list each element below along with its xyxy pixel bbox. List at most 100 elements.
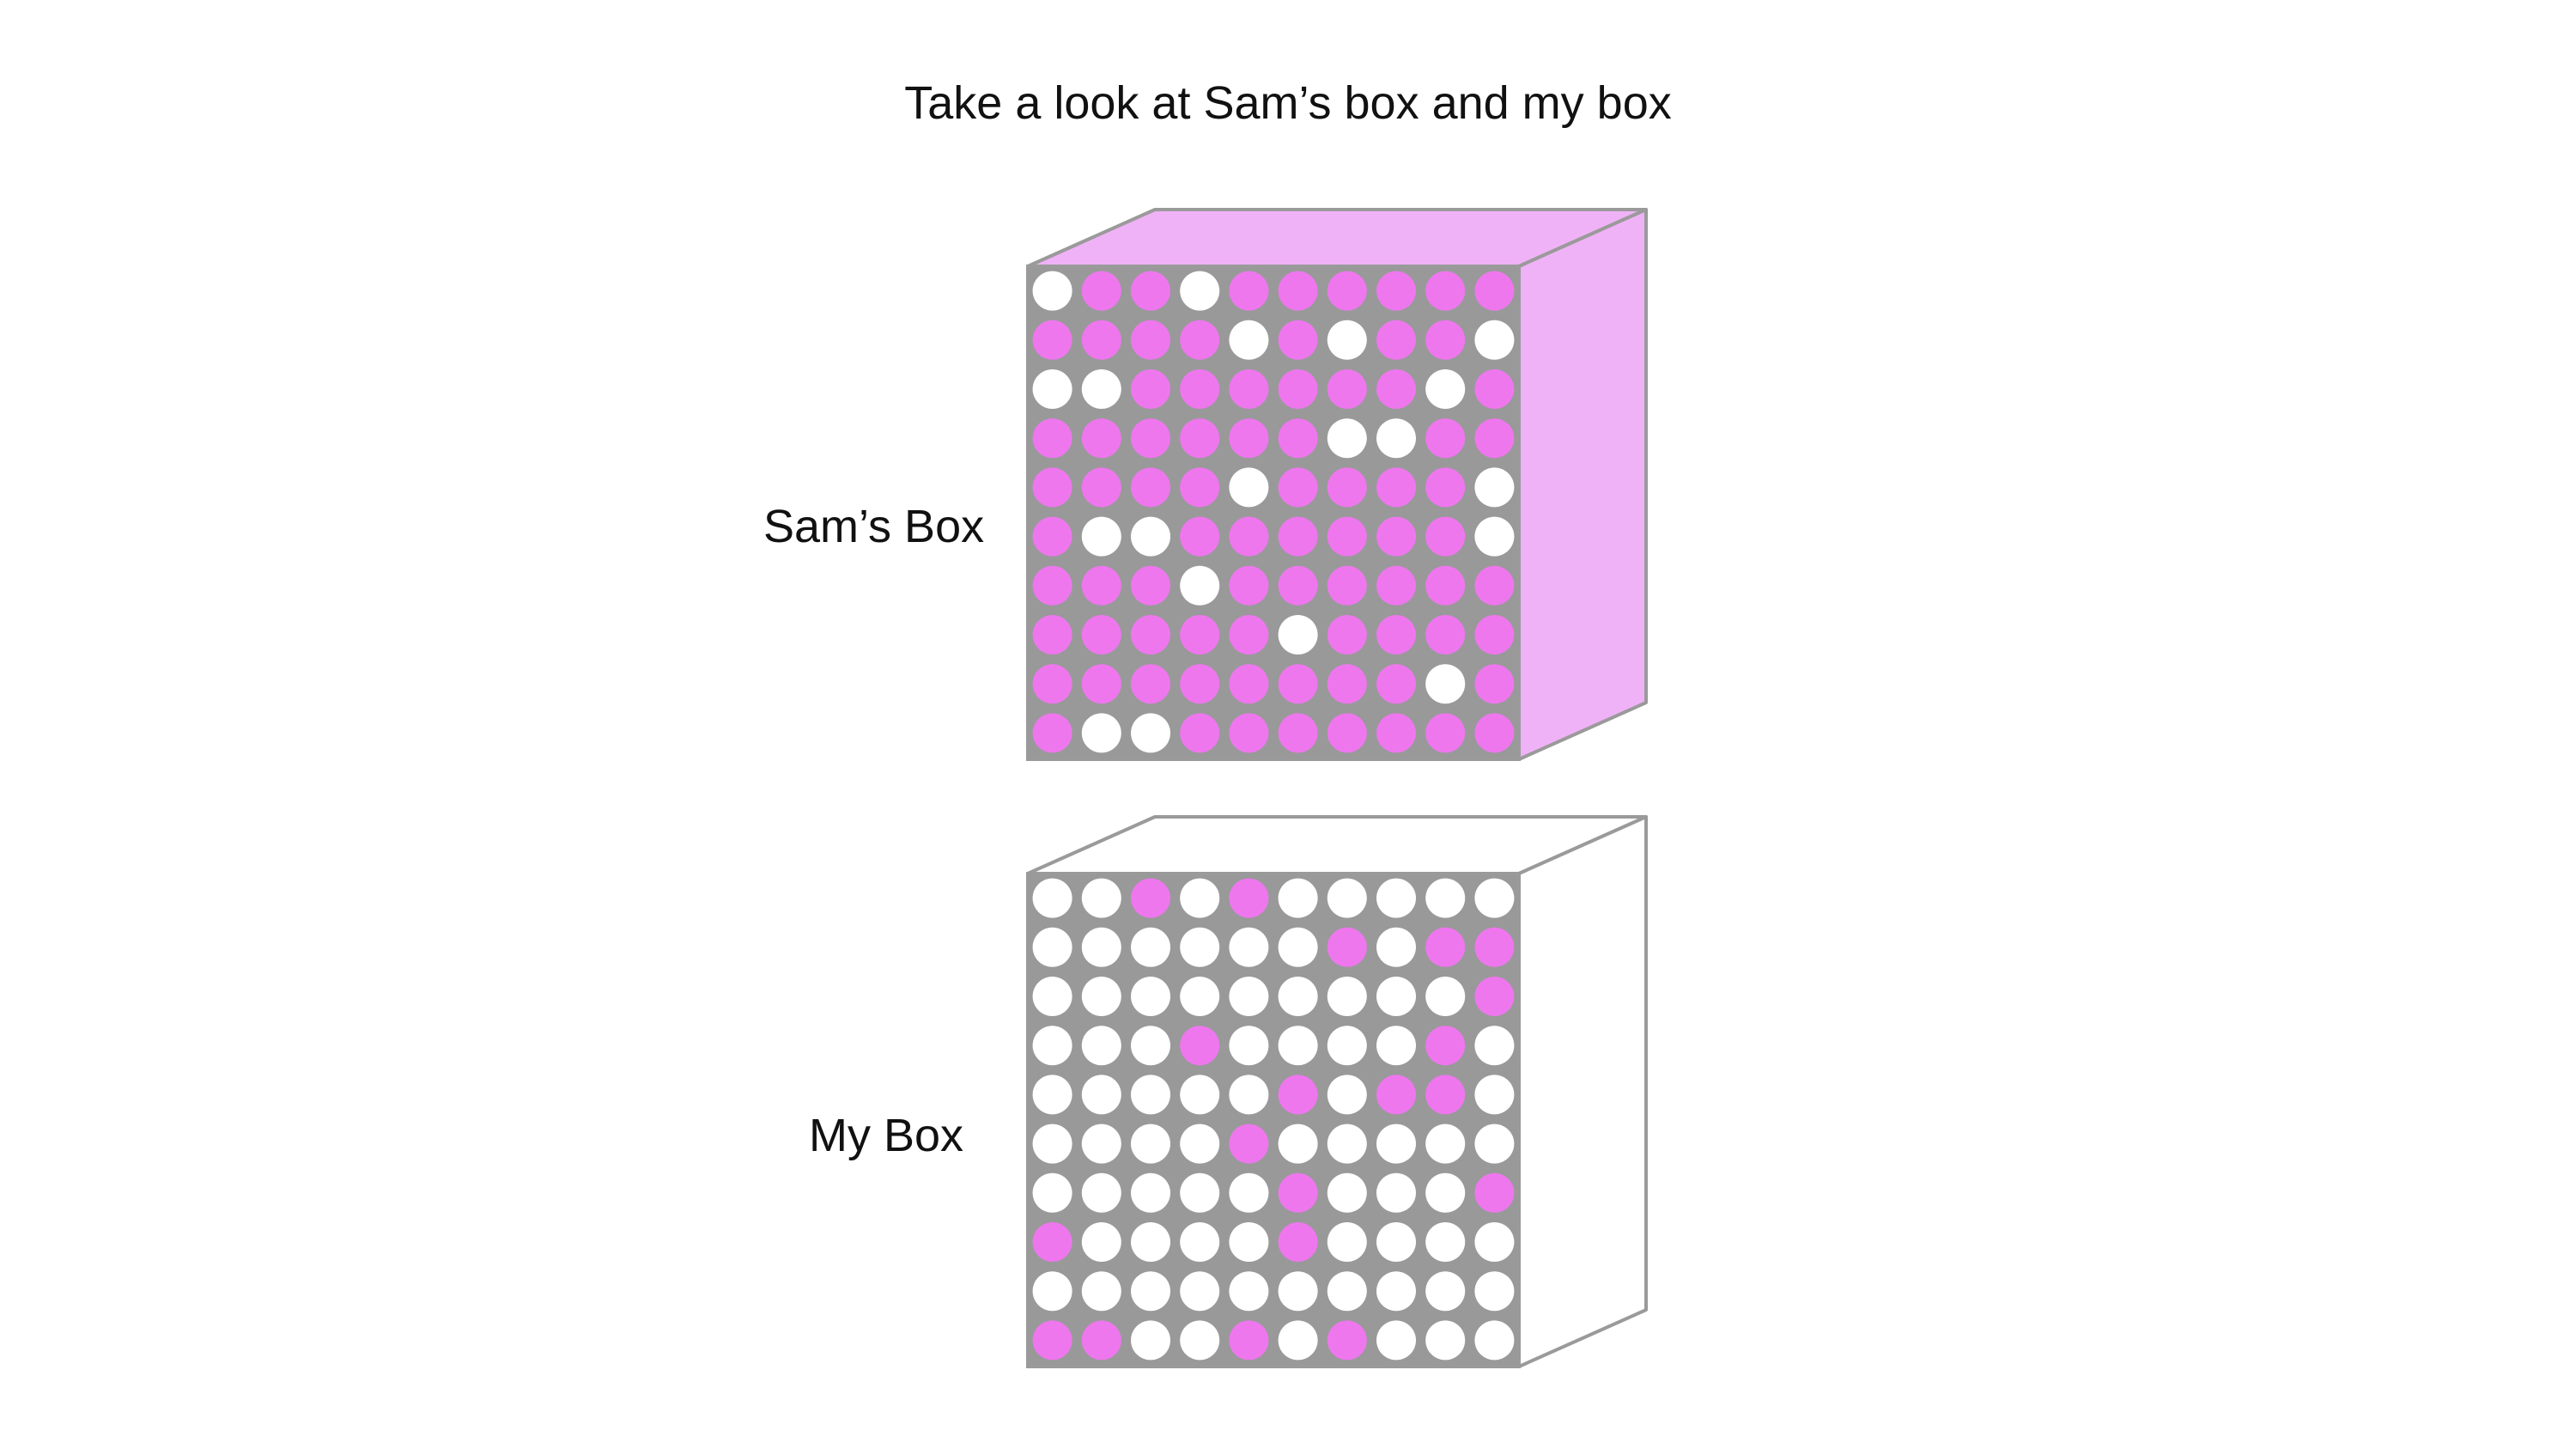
white-dot xyxy=(1474,1271,1515,1312)
white-dot xyxy=(1180,565,1220,606)
white-dot xyxy=(1081,1123,1121,1164)
pink-dot xyxy=(1376,369,1416,409)
white-dot xyxy=(1131,1222,1170,1262)
pink-dot xyxy=(1376,467,1416,508)
pink-dot xyxy=(1278,418,1318,459)
pink-dot xyxy=(1474,271,1515,311)
white-dot xyxy=(1032,1026,1072,1066)
white-dot xyxy=(1278,1320,1318,1361)
white-dot xyxy=(1081,1075,1121,1115)
white-dot xyxy=(1425,1172,1466,1213)
pink-dot xyxy=(1032,615,1072,655)
pink-dot xyxy=(1474,565,1515,606)
pink-dot xyxy=(1327,516,1367,557)
pink-dot xyxy=(1278,565,1318,606)
pink-dot xyxy=(1180,615,1220,655)
pink-dot xyxy=(1131,664,1170,704)
pink-dot xyxy=(1180,418,1220,459)
pink-dot xyxy=(1081,320,1121,360)
white-dot xyxy=(1474,1320,1515,1361)
pink-dot xyxy=(1327,1320,1367,1361)
pink-dot xyxy=(1278,320,1318,360)
pink-dot xyxy=(1278,1222,1318,1262)
white-dot xyxy=(1229,1026,1269,1066)
white-dot xyxy=(1376,1320,1416,1361)
white-dot xyxy=(1425,369,1466,409)
pink-dot xyxy=(1474,418,1515,459)
pink-dot xyxy=(1278,369,1318,409)
white-dot xyxy=(1474,1026,1515,1066)
pink-dot xyxy=(1278,271,1318,311)
white-dot xyxy=(1278,1123,1318,1164)
white-dot xyxy=(1278,1271,1318,1312)
white-dot xyxy=(1180,878,1220,918)
pink-dot xyxy=(1425,271,1466,311)
pink-dot xyxy=(1229,565,1269,606)
pink-dot xyxy=(1180,369,1220,409)
pink-dot xyxy=(1081,615,1121,655)
pink-dot xyxy=(1229,1123,1269,1164)
white-dot xyxy=(1327,1123,1367,1164)
white-dot xyxy=(1229,1222,1269,1262)
pink-dot xyxy=(1425,418,1466,459)
white-dot xyxy=(1327,1075,1367,1115)
white-dot xyxy=(1376,927,1416,967)
pink-dot xyxy=(1425,615,1466,655)
white-dot xyxy=(1376,1026,1416,1066)
pink-dot xyxy=(1032,1222,1072,1262)
pink-dot xyxy=(1425,927,1466,967)
white-dot xyxy=(1474,320,1515,360)
white-dot xyxy=(1425,1123,1466,1164)
pink-dot xyxy=(1229,516,1269,557)
pink-dot xyxy=(1229,615,1269,655)
pink-dot xyxy=(1032,418,1072,459)
white-dot xyxy=(1327,1271,1367,1312)
white-dot xyxy=(1376,418,1416,459)
white-dot xyxy=(1376,1123,1416,1164)
white-dot xyxy=(1180,271,1220,311)
white-dot xyxy=(1131,977,1170,1016)
white-dot xyxy=(1081,927,1121,967)
pink-dot xyxy=(1425,565,1466,606)
white-dot xyxy=(1474,516,1515,557)
pink-dot xyxy=(1278,664,1318,704)
pink-dot xyxy=(1474,927,1515,967)
pink-dot xyxy=(1327,713,1367,753)
pink-dot xyxy=(1032,713,1072,753)
white-dot xyxy=(1081,1271,1121,1312)
white-dot xyxy=(1376,1271,1416,1312)
white-dot xyxy=(1425,1222,1466,1262)
my-box xyxy=(1026,815,1648,1368)
white-dot xyxy=(1425,977,1466,1016)
white-dot xyxy=(1278,1026,1318,1066)
white-dot xyxy=(1474,878,1515,918)
pink-dot xyxy=(1032,467,1072,508)
pink-dot xyxy=(1376,516,1416,557)
pink-dot xyxy=(1032,516,1072,557)
pink-dot xyxy=(1425,516,1466,557)
pink-dot xyxy=(1081,1320,1121,1361)
white-dot xyxy=(1032,927,1072,967)
pink-dot xyxy=(1081,271,1121,311)
white-dot xyxy=(1131,1026,1170,1066)
white-dot xyxy=(1131,516,1170,557)
pink-dot xyxy=(1180,516,1220,557)
pink-dot xyxy=(1474,615,1515,655)
white-dot xyxy=(1032,878,1072,918)
white-dot xyxy=(1229,977,1269,1016)
white-dot xyxy=(1180,1123,1220,1164)
white-dot xyxy=(1327,1222,1367,1262)
white-dot xyxy=(1081,1026,1121,1066)
white-dot xyxy=(1278,927,1318,967)
white-dot xyxy=(1081,516,1121,557)
pink-dot xyxy=(1474,1172,1515,1213)
slide-title: Take a look at Sam’s box and my box xyxy=(904,77,1672,129)
white-dot xyxy=(1032,977,1072,1016)
white-dot xyxy=(1180,1271,1220,1312)
white-dot xyxy=(1229,467,1269,508)
white-dot xyxy=(1180,1075,1220,1115)
pink-dot xyxy=(1131,320,1170,360)
white-dot xyxy=(1376,977,1416,1016)
white-dot xyxy=(1474,1123,1515,1164)
